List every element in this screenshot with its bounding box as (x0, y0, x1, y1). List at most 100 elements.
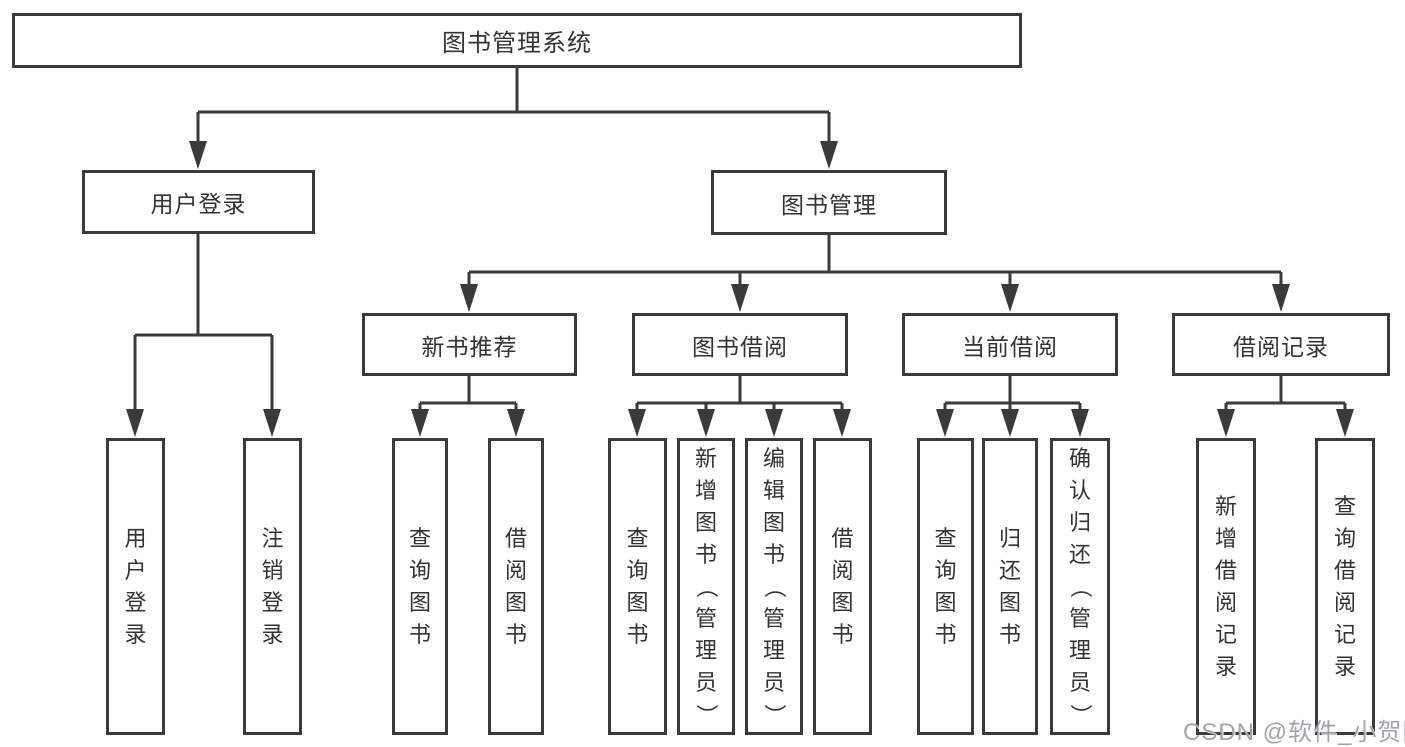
connector-new-book-to-leaves (411, 376, 525, 437)
glyph: ） (761, 703, 787, 726)
glyph: 借 (831, 525, 854, 551)
glyph: 图 (626, 589, 649, 615)
glyph: 理 (762, 637, 785, 663)
glyph: 图 (998, 589, 1021, 615)
glyph: 阅 (1333, 589, 1356, 615)
glyph: 询 (408, 557, 431, 583)
arrowhead (126, 409, 281, 437)
arrowhead (1217, 409, 1354, 437)
leaf-query-books-borrow: 查询图书 (608, 438, 667, 735)
connector-records-to-leaves (1217, 376, 1354, 437)
glyph: 查 (1333, 493, 1356, 519)
leaf-add-borrow-record: 新增借阅记录 (1196, 438, 1256, 735)
glyph: 户 (124, 557, 147, 583)
glyph: 认 (1068, 477, 1091, 503)
glyph: 员 (694, 669, 717, 695)
glyph: 理 (1068, 637, 1091, 663)
connector-line (1224, 376, 1347, 412)
connector-line (943, 376, 1082, 412)
node-book-management: 图书管理 (711, 170, 947, 235)
glyph: ） (1067, 703, 1093, 726)
arrowhead (936, 409, 1089, 437)
glyph: 录 (1214, 653, 1237, 679)
node-borrowing-records: 借阅记录 (1172, 313, 1390, 376)
glyph: 登 (124, 589, 147, 615)
glyph: 图 (504, 589, 527, 615)
watermark: CSDN @软件_小贺同学 (1183, 719, 1405, 746)
glyph: 阅 (831, 557, 854, 583)
leaf-user-login: 用户登录 (106, 438, 165, 735)
node-book-borrowing: 图书借阅 (632, 313, 848, 376)
connector-book-borrow-to-leaves (628, 376, 851, 437)
glyph: 询 (934, 557, 957, 583)
leaf-query-borrow-record: 查询借阅记录 (1315, 438, 1375, 735)
leaf-add-books-admin: 新增图书（管理员） (677, 438, 735, 735)
glyph: 阅 (504, 557, 527, 583)
connector-line (418, 376, 518, 412)
arrowhead (628, 409, 851, 437)
glyph: 确 (1068, 445, 1091, 471)
node-root: 图书管理系统 (12, 13, 1022, 68)
leaf-return-books: 归还图书 (982, 438, 1038, 735)
glyph: 录 (261, 621, 284, 647)
glyph: 录 (1333, 653, 1356, 679)
glyph: 询 (626, 557, 649, 583)
leaf-borrow-books-borrow: 借阅图书 (813, 438, 872, 735)
leaf-borrow-books-newbook: 借阅图书 (488, 438, 544, 735)
node-new-book-recommend: 新书推荐 (362, 313, 577, 376)
leaf-query-books-newbook: 查询图书 (392, 438, 448, 735)
glyph: 询 (1333, 525, 1356, 551)
glyph: 还 (998, 557, 1021, 583)
glyph: 借 (504, 525, 527, 551)
glyph: 借 (1214, 557, 1237, 583)
glyph: 录 (124, 621, 147, 647)
node-current-borrowing: 当前借阅 (902, 313, 1118, 376)
connector-book-mgmt-to-level3 (460, 235, 1290, 312)
glyph: 编 (762, 445, 785, 471)
glyph: 查 (408, 525, 431, 551)
glyph: 注 (261, 525, 284, 551)
leaf-logout: 注销登录 (243, 438, 302, 735)
glyph: 书 (998, 621, 1021, 647)
glyph: 图 (934, 589, 957, 615)
glyph: 还 (1068, 541, 1091, 567)
glyph: 销 (261, 557, 284, 583)
glyph: 新 (694, 445, 717, 471)
arrowhead (189, 141, 838, 169)
connector-root-to-level2 (189, 68, 838, 169)
leaf-query-books-current: 查询图书 (917, 438, 974, 735)
glyph: 图 (831, 589, 854, 615)
glyph: （ (693, 575, 719, 598)
connector-user-login-to-leaves (126, 234, 281, 437)
glyph: 记 (1333, 621, 1356, 647)
glyph: 用 (124, 525, 147, 551)
connector-line (196, 68, 831, 144)
glyph: 新 (1214, 493, 1237, 519)
glyph: 查 (626, 525, 649, 551)
connector-line (635, 376, 844, 412)
glyph: 登 (261, 589, 284, 615)
glyph: 图 (694, 509, 717, 535)
leaf-edit-books-admin: 编辑图书（管理员） (745, 438, 803, 735)
glyph: 书 (408, 621, 431, 647)
glyph: 书 (762, 541, 785, 567)
connector-current-borrow-to-leaves (936, 376, 1089, 437)
glyph: 辑 (762, 477, 785, 503)
glyph: 员 (1068, 669, 1091, 695)
glyph: 归 (998, 525, 1021, 551)
glyph: 记 (1214, 621, 1237, 647)
glyph: 图 (762, 509, 785, 535)
glyph: 图 (408, 589, 431, 615)
connector-line (133, 234, 274, 412)
glyph: 书 (934, 621, 957, 647)
glyph: 管 (762, 605, 785, 631)
glyph: 书 (504, 621, 527, 647)
glyph: 查 (934, 525, 957, 551)
glyph: 书 (831, 621, 854, 647)
glyph: ） (693, 703, 719, 726)
glyph: 借 (1333, 557, 1356, 583)
glyph: 书 (626, 621, 649, 647)
glyph: 管 (1068, 605, 1091, 631)
glyph: 阅 (1214, 589, 1237, 615)
